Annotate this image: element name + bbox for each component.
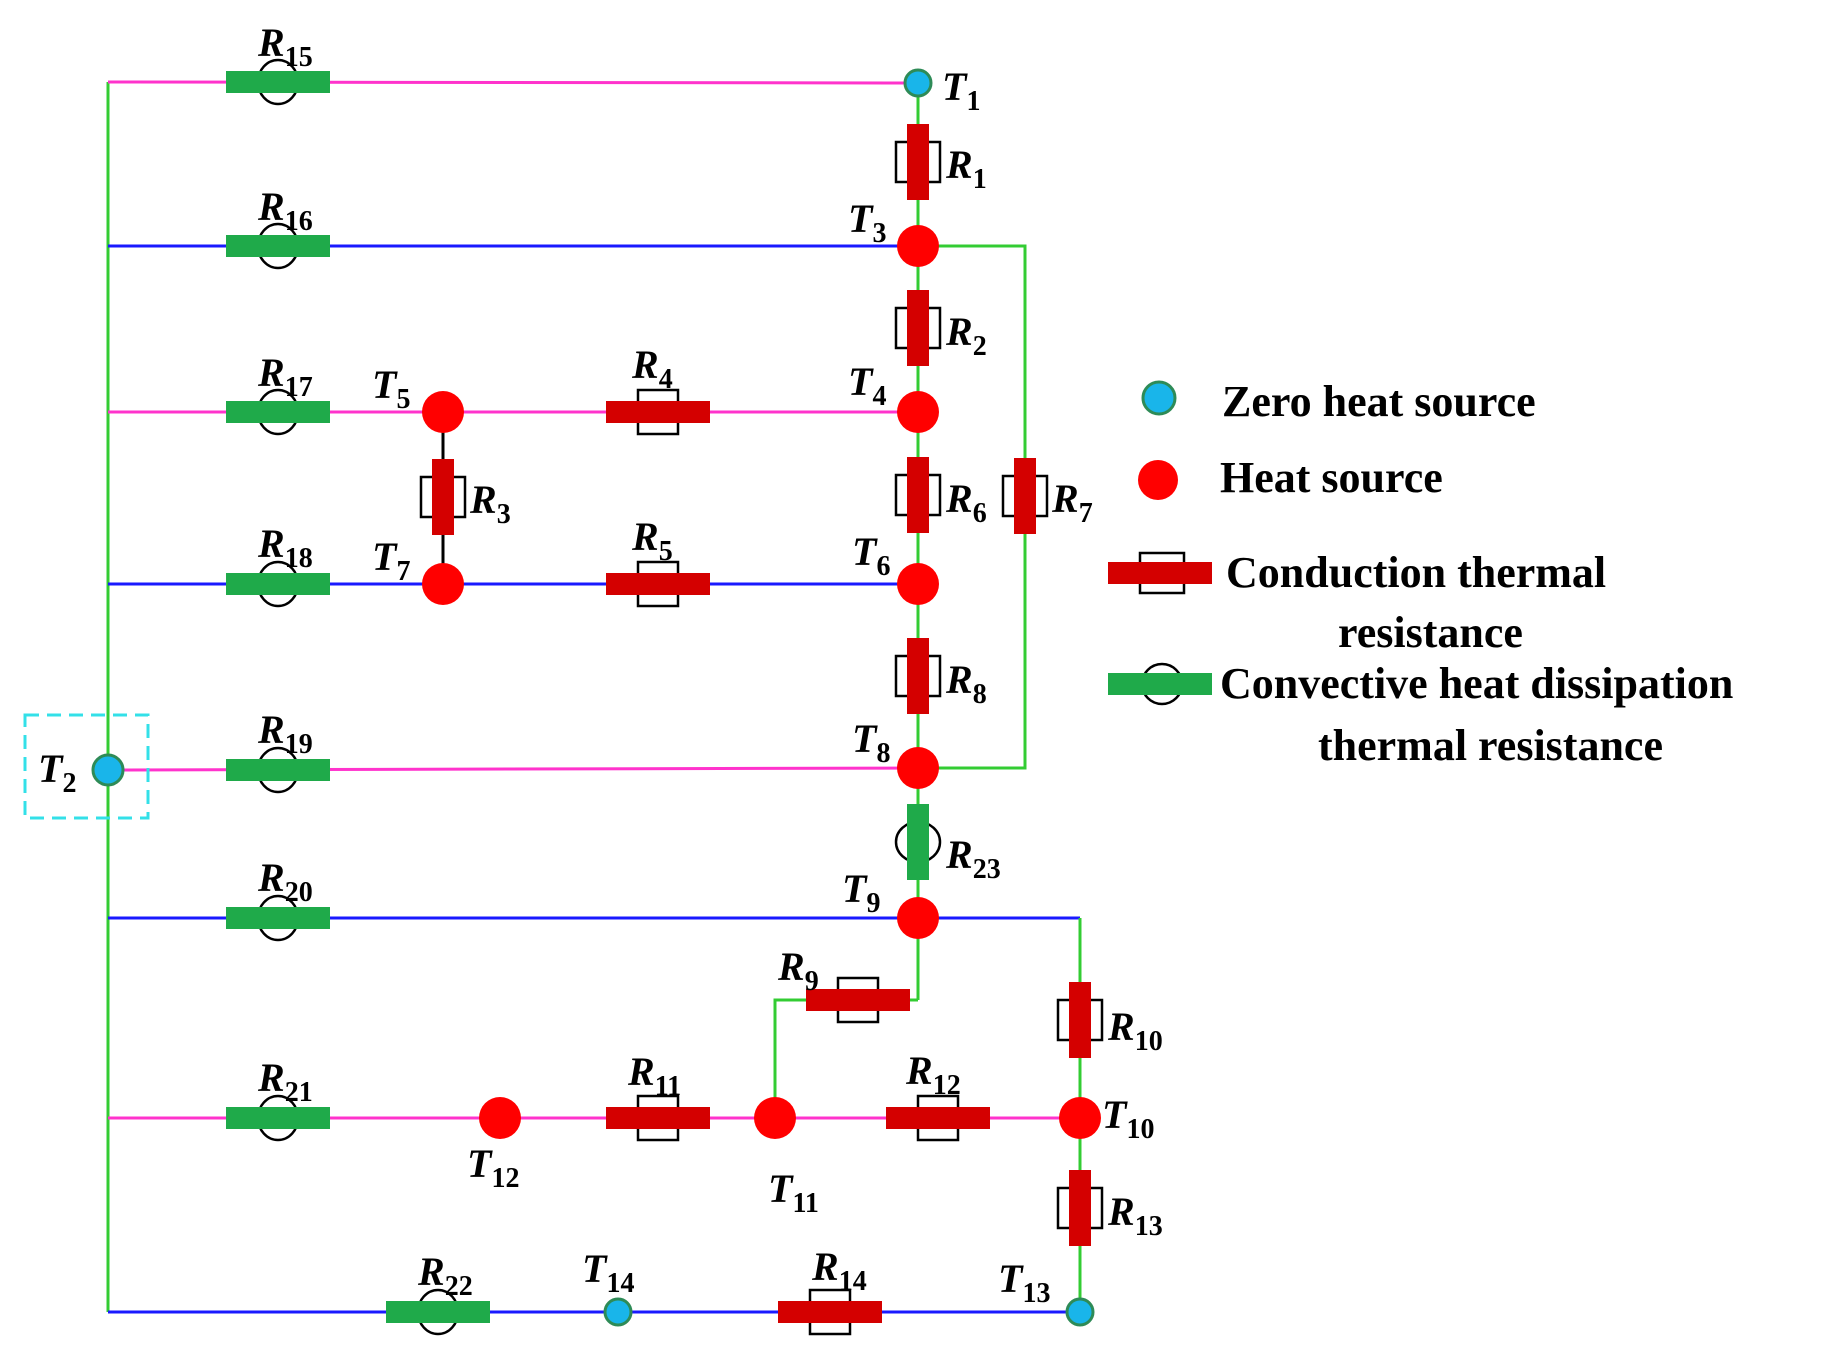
resistor-r9 <box>806 976 910 1024</box>
resistor-r21 <box>226 1094 330 1142</box>
label-r17: R17 <box>257 350 313 403</box>
resistor-r1 <box>894 124 942 200</box>
resistor-r20 <box>226 894 330 942</box>
node-n8 <box>897 747 939 789</box>
node-n14 <box>603 1297 633 1327</box>
label-r18: R18 <box>257 521 313 574</box>
resistors <box>226 58 1104 1336</box>
resistor-r13 <box>1056 1170 1104 1246</box>
label-n9: T9 <box>842 866 880 919</box>
label-r11: R11 <box>627 1049 681 1102</box>
label-r7: R7 <box>1051 476 1093 529</box>
node-n5 <box>422 391 464 433</box>
legend-heat-label: Heat source <box>1220 453 1443 502</box>
resistor-r12 <box>886 1094 990 1142</box>
label-r3: R3 <box>469 477 511 530</box>
node-n1 <box>903 68 933 98</box>
label-n2: T2 <box>38 746 76 799</box>
label-r1: R1 <box>945 142 987 195</box>
legend-convection-icon <box>1108 662 1212 706</box>
legend-heat-icon <box>1138 460 1178 500</box>
resistor-r22 <box>386 1288 490 1336</box>
node-n7 <box>422 563 464 605</box>
label-r19: R19 <box>257 707 313 760</box>
legend-zero-label: Zero heat source <box>1222 377 1536 426</box>
node-n13 <box>1065 1297 1095 1327</box>
legend-convection-line1: Convective heat dissipation <box>1220 659 1733 708</box>
label-r23: R23 <box>945 832 1001 885</box>
label-r4: R4 <box>631 342 673 395</box>
label-n5: T5 <box>372 362 410 415</box>
resistor-r18 <box>226 560 330 608</box>
resistor-r2 <box>894 290 942 366</box>
resistor-r4 <box>606 388 710 436</box>
label-r12: R12 <box>905 1048 961 1101</box>
resistor-r15 <box>226 58 330 106</box>
legend: Zero heat source Heat source Conduction … <box>1108 377 1733 770</box>
resistor-r5 <box>606 560 710 608</box>
label-n12: T12 <box>467 1141 519 1194</box>
legend-zero-icon <box>1141 380 1177 416</box>
resistor-r8 <box>894 638 942 714</box>
node-n12 <box>479 1097 521 1139</box>
legend-convection-line2: thermal resistance <box>1318 721 1663 770</box>
label-n10: T10 <box>1102 1092 1154 1145</box>
resistor-r23 <box>894 804 942 880</box>
label-r5: R5 <box>631 514 673 567</box>
label-n13: T13 <box>998 1256 1050 1309</box>
node-n3 <box>897 225 939 267</box>
nodes <box>91 68 1101 1327</box>
label-r6: R6 <box>945 476 987 529</box>
legend-conduction-line1: Conduction thermal <box>1226 548 1606 597</box>
node-n9 <box>897 897 939 939</box>
label-r16: R16 <box>257 184 313 237</box>
label-r22: R22 <box>417 1249 473 1302</box>
label-n6: T6 <box>852 529 890 582</box>
label-n8: T8 <box>852 716 890 769</box>
label-r13: R13 <box>1107 1189 1163 1242</box>
label-r15: R15 <box>257 20 313 73</box>
resistor-r19 <box>226 746 330 794</box>
node-n6 <box>897 563 939 605</box>
label-r10: R10 <box>1107 1004 1163 1057</box>
label-n4: T4 <box>848 359 886 412</box>
resistor-r3 <box>419 459 467 535</box>
label-n7: T7 <box>372 534 410 587</box>
resistor-r10 <box>1056 982 1104 1058</box>
resistor-r7 <box>1001 458 1049 534</box>
label-r20: R20 <box>257 855 313 908</box>
label-r9: R9 <box>777 944 819 997</box>
t2-dashed-box <box>23 713 150 820</box>
node-n2 <box>91 753 125 787</box>
label-n1: T1 <box>942 64 980 117</box>
label-r14: R14 <box>811 1244 867 1297</box>
label-n11: T11 <box>768 1166 819 1219</box>
resistor-r14 <box>778 1288 882 1336</box>
node-n4 <box>897 391 939 433</box>
label-n3: T3 <box>848 196 886 249</box>
node-n11 <box>754 1097 796 1139</box>
resistor-r17 <box>226 388 330 436</box>
label-r2: R2 <box>945 309 987 362</box>
label-r8: R8 <box>945 657 987 710</box>
resistor-r11 <box>606 1094 710 1142</box>
label-r21: R21 <box>257 1055 313 1108</box>
legend-conduction-icon <box>1108 551 1212 595</box>
legend-conduction-line2: resistance <box>1338 608 1523 657</box>
node-n10 <box>1059 1097 1101 1139</box>
label-n14: T14 <box>582 1246 634 1299</box>
resistor-r6 <box>894 457 942 533</box>
resistor-r16 <box>226 222 330 270</box>
